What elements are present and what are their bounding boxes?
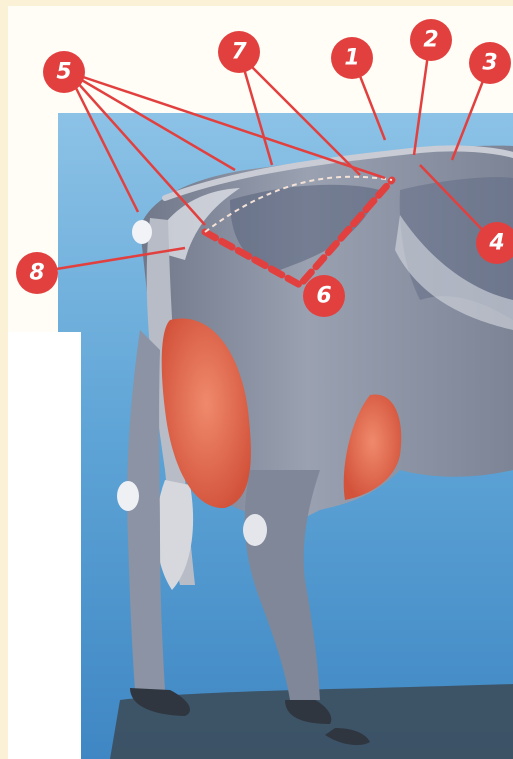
callout-2: 2: [410, 19, 452, 61]
callout-1: 1: [331, 37, 373, 79]
callout-7: 7: [218, 31, 260, 73]
callout-8: 8: [16, 252, 58, 294]
callout-7-label: 7: [231, 40, 247, 65]
callout-8-label: 8: [29, 261, 44, 286]
callout-6-label: 6: [316, 284, 331, 309]
callout-5-label: 5: [56, 60, 71, 85]
blank-panel: [8, 332, 81, 759]
callout-2-label: 2: [423, 28, 438, 53]
callout-5: 5: [43, 51, 85, 93]
callout-6: 6: [303, 275, 345, 317]
pin-bone: [132, 220, 152, 244]
callout-3: 3: [469, 42, 511, 84]
callout-3-label: 3: [482, 51, 497, 76]
callout-4-label: 4: [488, 231, 504, 256]
callout-1-label: 1: [344, 46, 359, 71]
